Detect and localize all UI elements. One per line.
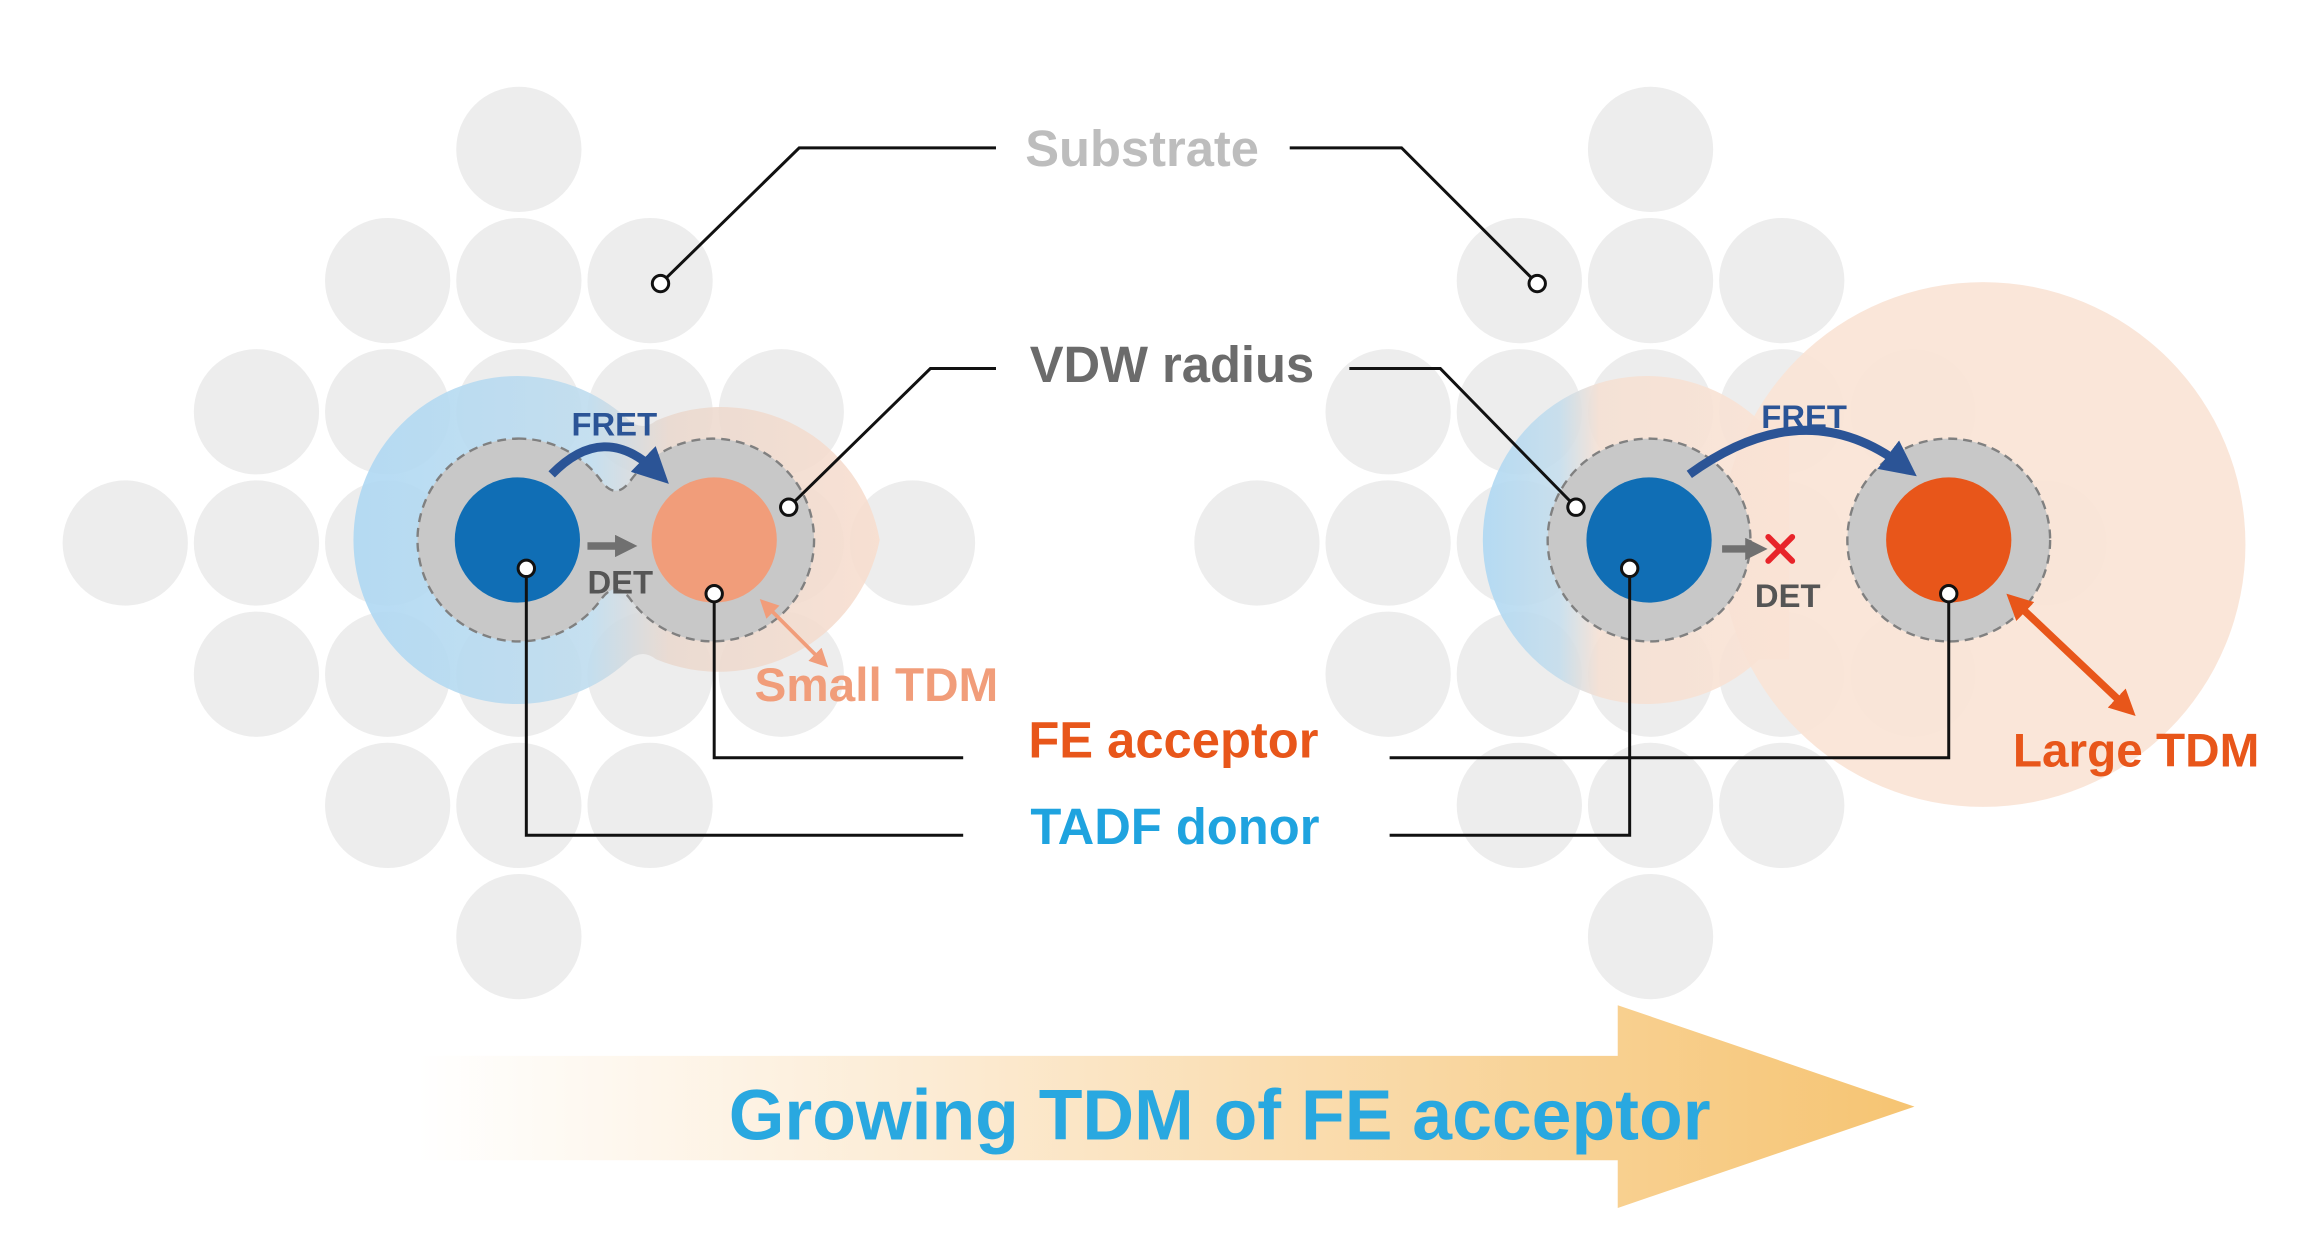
substrate-molecule — [1719, 742, 1845, 869]
substrate-molecule — [62, 480, 188, 606]
fe-acceptor-leader-right — [1389, 593, 1951, 760]
substrate-leader-right — [1289, 146, 1539, 285]
growing-tdm-label: Growing TDM of FE acceptor — [729, 1075, 1711, 1155]
substrate-molecule — [456, 86, 582, 212]
substrate-molecule — [1325, 480, 1451, 606]
substrate-molecule — [1194, 480, 1320, 606]
substrate-molecule — [849, 480, 976, 606]
det-label: DET — [587, 564, 653, 601]
panel-large-tdm: FRET DET Large TDM — [1482, 282, 2259, 807]
substrate-molecule — [193, 349, 320, 475]
fe-acceptor-leader-left — [712, 593, 964, 760]
large-tdm-label: Large TDM — [2013, 725, 2259, 778]
substrate-molecule — [456, 873, 582, 1000]
fret-label: FRET — [1761, 398, 1847, 435]
fret-label: FRET — [571, 406, 657, 443]
tadf-donor-core — [454, 477, 580, 603]
tadf-donor-leader-left — [524, 568, 964, 837]
large-tdm-arrow — [2006, 593, 2136, 716]
vdw-leader-right — [1349, 367, 1578, 509]
tadf-donor-label: TADF donor — [1030, 798, 1319, 855]
substrate-molecule — [1587, 217, 1714, 344]
fret-arrow — [1686, 425, 1917, 479]
vdw-leader-left — [787, 367, 996, 509]
substrate-molecule — [193, 611, 320, 737]
substrate-molecule — [325, 742, 451, 869]
small-tdm-label: Small TDM — [754, 659, 998, 712]
substrate-label: Substrate — [1025, 120, 1259, 177]
fe-acceptor-core — [651, 477, 777, 603]
substrate-molecule — [587, 217, 713, 344]
growing-tdm-arrow: Growing TDM of FE acceptor — [417, 1005, 1915, 1208]
fret-arrow — [548, 442, 669, 484]
substrate-molecule — [1587, 873, 1714, 1000]
blocked-x-icon — [1765, 534, 1796, 564]
substrate-molecule — [325, 217, 451, 344]
substrate-molecule — [1325, 349, 1451, 475]
substrate-molecule — [456, 742, 582, 869]
leader-lines — [524, 146, 1951, 837]
fe-acceptor-label: FE acceptor — [1028, 712, 1318, 769]
fe-acceptor-core — [1886, 477, 2012, 603]
substrate-molecule — [1719, 217, 1845, 344]
substrate-molecule — [1456, 217, 1582, 344]
det-label: DET — [1755, 577, 1821, 614]
substrate-molecule — [456, 217, 582, 344]
substrate-leader-left — [659, 146, 996, 285]
substrate-molecule — [1325, 611, 1451, 737]
substrate-molecule — [1456, 742, 1582, 869]
tadf-donor-leader-right — [1389, 568, 1632, 837]
vdw-radius-label: VDW radius — [1030, 336, 1314, 393]
substrate-molecule — [1587, 742, 1714, 869]
leader-endpoints — [516, 273, 1959, 604]
substrate-molecule — [1587, 86, 1714, 212]
substrate-molecule — [193, 480, 320, 606]
small-tdm-arrow — [759, 599, 829, 668]
tadf-donor-core — [1586, 477, 1712, 603]
substrate-molecule — [587, 742, 713, 869]
